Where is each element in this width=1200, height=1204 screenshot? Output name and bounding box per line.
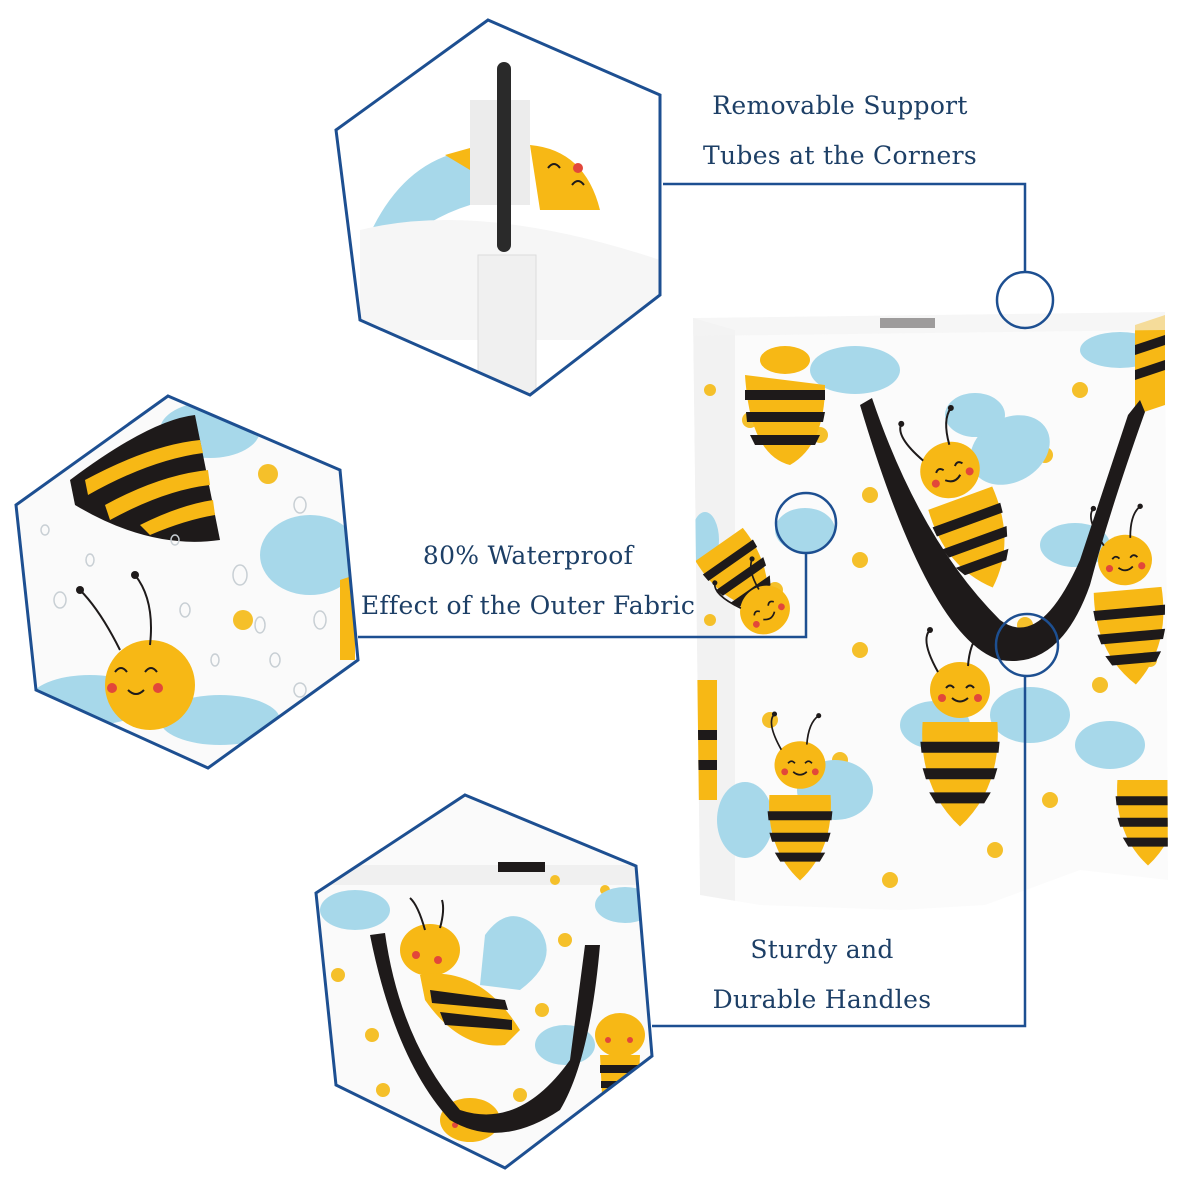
handles-marker-circle bbox=[994, 612, 1060, 678]
waterproof-label-line-1: 80% Waterproof bbox=[422, 541, 634, 570]
support-tube-closeup-image bbox=[334, 18, 662, 397]
handles-closeup-image bbox=[314, 793, 654, 1170]
support-tubes-label-line-1: Removable Support bbox=[712, 91, 968, 120]
waterproof-connector bbox=[358, 553, 808, 639]
waterproof-label: 80% Waterproof Effect of the Outer Fabri… bbox=[358, 531, 698, 631]
hexagon-frame bbox=[14, 394, 360, 770]
waterproof-label-line-2: Effect of the Outer Fabric bbox=[360, 591, 696, 620]
hexagon-frame bbox=[314, 793, 654, 1170]
callout-lines bbox=[358, 182, 1060, 1028]
handles-label-line-1: Sturdy and bbox=[750, 935, 894, 964]
handles-label: Sturdy and Durable Handles bbox=[672, 925, 972, 1025]
waterproof-marker-circle bbox=[774, 491, 838, 555]
support-tubes-label-line-2: Tubes at the Corners bbox=[703, 141, 977, 170]
handles-connector bbox=[652, 676, 1027, 1028]
support-tubes-marker-circle bbox=[995, 270, 1055, 330]
handles-label-line-2: Durable Handles bbox=[712, 985, 932, 1014]
hexagon-frame bbox=[334, 18, 662, 397]
support-tubes-label: Removable Support Tubes at the Corners bbox=[690, 81, 990, 181]
waterproof-closeup-image bbox=[14, 394, 360, 770]
laundry-basket-image bbox=[693, 312, 1168, 912]
support-tubes-connector bbox=[663, 182, 1027, 272]
